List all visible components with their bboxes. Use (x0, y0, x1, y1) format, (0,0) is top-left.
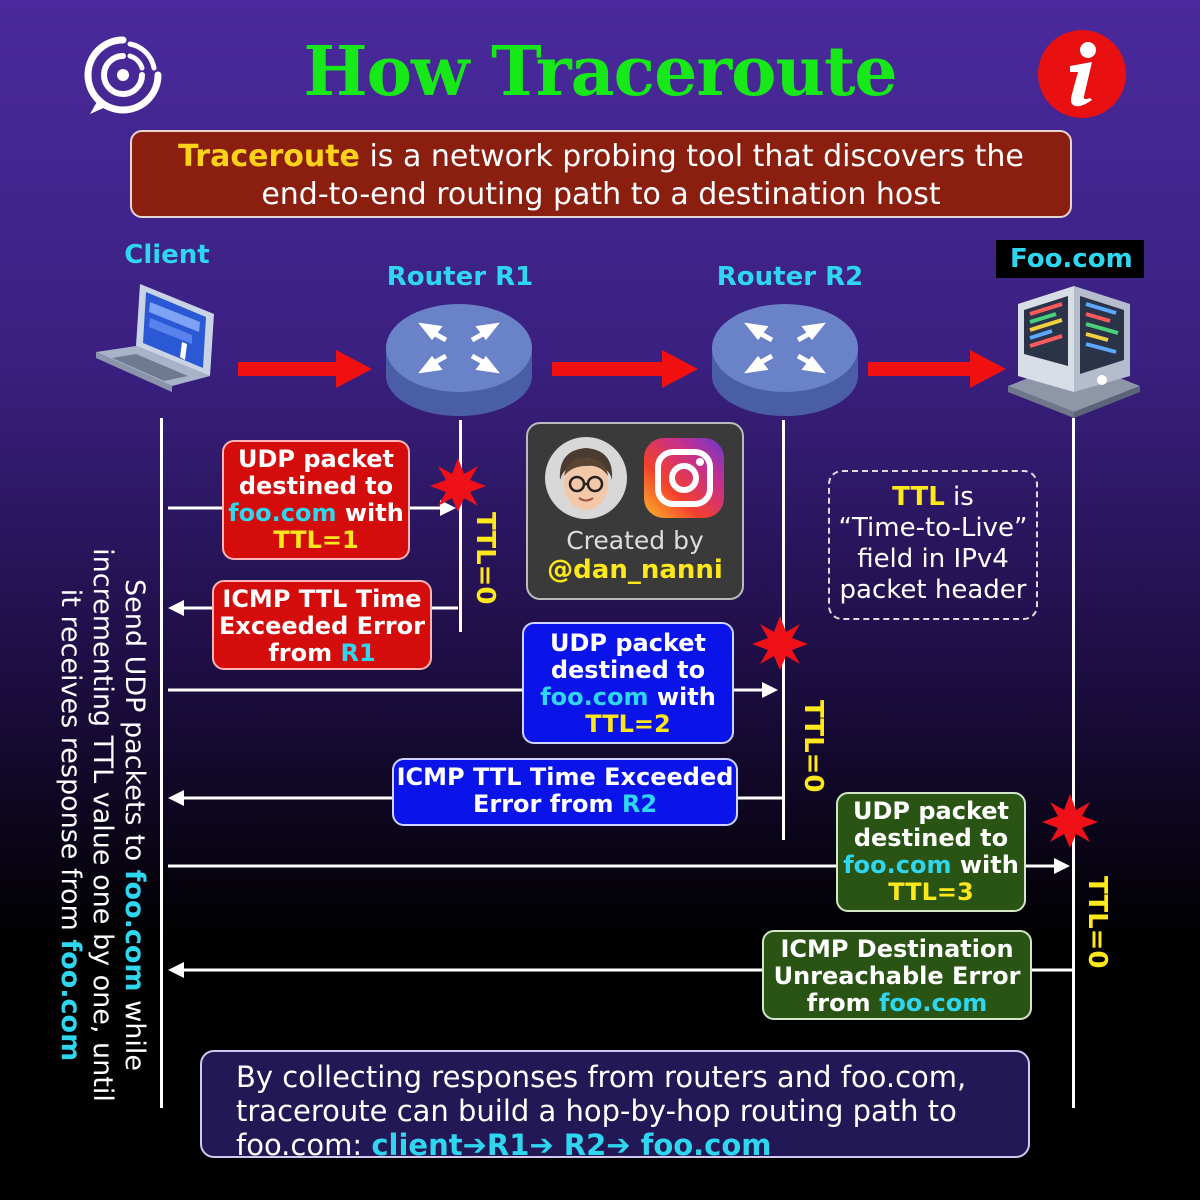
ttl-note-line4: packet header (839, 575, 1027, 605)
laptop-icon (96, 284, 214, 392)
ttl-note-line2: “Time-to-Live” (838, 513, 1028, 543)
ttl-note-is: is (944, 482, 974, 512)
icmp2-src: R2 (621, 790, 658, 818)
icmp-r2-box: ICMP TTL Time Exceeded Error from R2 (392, 758, 738, 826)
udp-packet-2-box: UDP packet destined to foo.com with TTL=… (522, 622, 734, 744)
router-r1-icon (386, 304, 532, 416)
icmp-r1-box: ICMP TTL Time Exceeded Error from R1 (212, 580, 432, 670)
creator-handle[interactable]: @dan_nanni (547, 555, 723, 585)
foo-lifeline (1072, 418, 1075, 1108)
avatar (545, 437, 627, 519)
icmp1-src: R1 (340, 639, 376, 667)
server-icon (1008, 286, 1140, 418)
udp3-with: with (951, 851, 1019, 879)
intro-line1: is a network probing tool that discovers… (359, 139, 1024, 174)
udp1-line1: UDP packet (237, 445, 395, 473)
icmp3-line2: Unreachable Error (773, 962, 1021, 990)
summary-box: By collecting responses from routers and… (200, 1050, 1030, 1162)
udp2-line1: UDP packet (549, 629, 707, 657)
summary-path: client➔R1➔ R2➔ foo.com (371, 1128, 772, 1162)
udp-packet-3-box: UDP packet destined to foo.com with TTL=… (836, 792, 1026, 912)
icmp1-line1: ICMP TTL Time (222, 585, 422, 613)
icmp-dest-box: ICMP Destination Unreachable Error from … (762, 930, 1032, 1020)
top-arrows (238, 350, 1006, 388)
udp-packet-1-box: UDP packet destined to foo.com with TTL=… (222, 440, 410, 560)
summary-line1: By collecting responses from routers and… (236, 1060, 967, 1094)
icmp1-line2: Exceeded Error (218, 612, 426, 640)
instagram-icon (644, 438, 724, 518)
udp3-line1: UDP packet (852, 797, 1010, 825)
intro-line2: end-to-end routing path to a destination… (261, 177, 941, 212)
router-r2-label: Router R2 (716, 262, 864, 292)
udp1-host: foo.com (228, 499, 337, 527)
router-r1-label: Router R1 (386, 262, 534, 292)
udp2-host: foo.com (540, 683, 649, 711)
icmp2-line2: Error from (472, 790, 622, 818)
ttl-note-line3: field in IPv4 (857, 544, 1009, 574)
summary-line3-prefix: foo.com: (236, 1128, 372, 1162)
icmp2-line1: ICMP TTL Time Exceeded (396, 763, 734, 791)
info-icon (1038, 30, 1126, 118)
side-text-host2: foo.com (55, 939, 86, 1062)
intro-box: Traceroute is a network probing tool tha… (130, 130, 1072, 218)
client-label: Client (124, 240, 210, 270)
ttl-zero-r2: TTL=0 (798, 700, 828, 793)
icmp3-from: from (806, 989, 879, 1017)
ttl-zero-foo: TTL=0 (1082, 876, 1112, 969)
udp2-line2: destined to (550, 656, 706, 684)
ttl-definition-note: TTL is “Time-to-Live” field in IPv4 pack… (828, 470, 1038, 620)
router-r2-icon (712, 304, 858, 416)
udp1-line2: destined to (238, 472, 394, 500)
summary-line2: traceroute can build a hop-by-hop routin… (236, 1094, 957, 1128)
ttl-note-keyword: TTL (892, 482, 945, 512)
intro-keyword: Traceroute (178, 139, 360, 174)
ttl-zero-r1: TTL=0 (470, 512, 500, 605)
icmp3-src: foo.com (878, 989, 988, 1017)
icmp3-line1: ICMP Destination (780, 935, 1014, 963)
creator-card: Created by @dan_nanni (526, 422, 744, 600)
udp3-line2: destined to (853, 824, 1009, 852)
created-by-label: Created by (566, 526, 704, 555)
icmp1-from: from (268, 639, 341, 667)
udp3-host: foo.com (843, 851, 952, 879)
r1-lifeline (459, 420, 462, 632)
udp1-with: with (336, 499, 404, 527)
foo-com-label: Foo.com (996, 240, 1144, 278)
udp1-ttl: TTL=1 (273, 526, 359, 554)
side-text-a: Send UDP packets to (119, 579, 150, 870)
side-description: Send UDP packets to foo.com while increm… (54, 545, 150, 1105)
udp2-ttl: TTL=2 (585, 710, 671, 738)
udp3-ttl: TTL=3 (888, 878, 974, 906)
client-lifeline (160, 418, 163, 1108)
udp2-with: with (648, 683, 716, 711)
logo-icon (84, 36, 162, 114)
side-text-host1: foo.com (119, 869, 150, 992)
